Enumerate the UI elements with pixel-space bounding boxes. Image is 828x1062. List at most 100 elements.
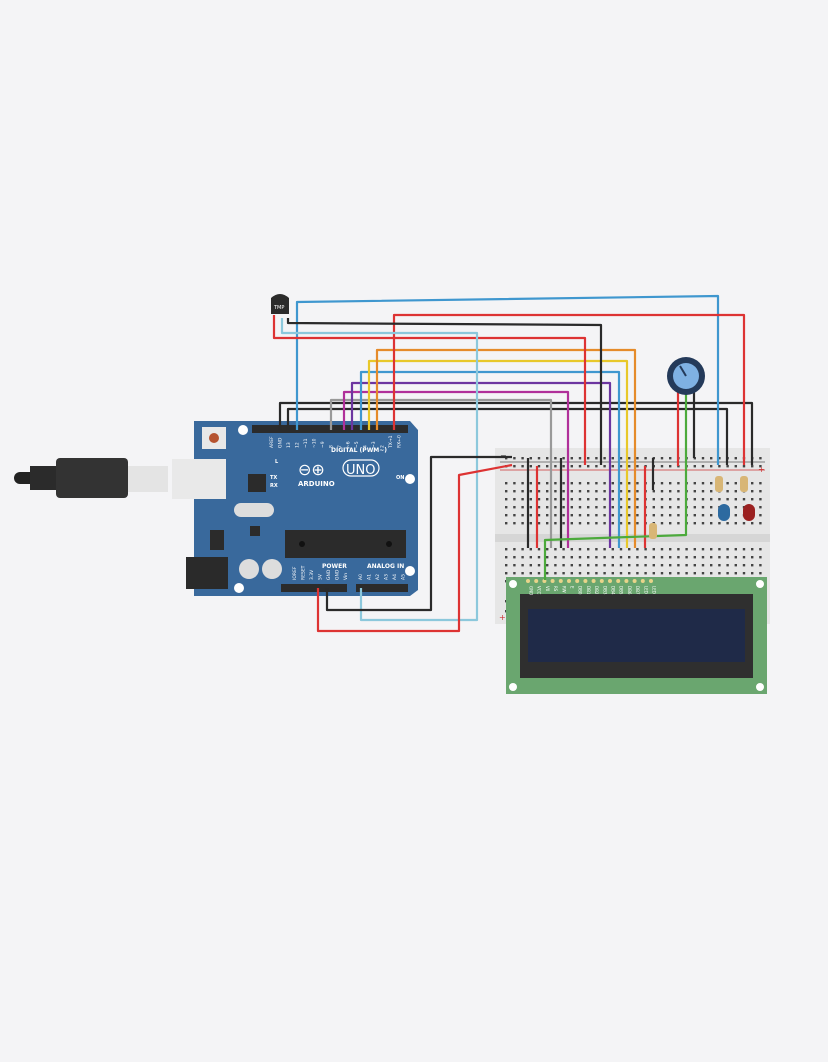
breadboard-hole[interactable]: [660, 490, 664, 493]
breadboard-hole[interactable]: [677, 564, 680, 567]
breadboard-hole[interactable]: [652, 556, 655, 559]
breadboard-hole[interactable]: [759, 506, 762, 509]
breadboard-hole[interactable]: [578, 498, 582, 501]
breadboard-hole[interactable]: [677, 490, 680, 493]
breadboard-hole[interactable]: [726, 482, 729, 485]
breadboard-hole[interactable]: [513, 548, 516, 551]
breadboard-hole[interactable]: [603, 572, 606, 575]
breadboard-hole[interactable]: [546, 457, 549, 460]
breadboard-hole[interactable]: [611, 522, 614, 525]
breadboard-hole[interactable]: [759, 572, 762, 575]
breadboard-hole[interactable]: [562, 522, 565, 525]
lcd-pin[interactable]: [599, 579, 604, 583]
breadboard-hole[interactable]: [652, 572, 655, 575]
breadboard-hole[interactable]: [628, 556, 631, 559]
breadboard-hole[interactable]: [652, 506, 655, 509]
breadboard-hole[interactable]: [521, 490, 524, 493]
breadboard-hole[interactable]: [587, 457, 590, 460]
breadboard-hole[interactable]: [513, 564, 516, 567]
lcd-pin[interactable]: [534, 579, 539, 583]
breadboard-hole[interactable]: [710, 572, 713, 575]
breadboard-hole[interactable]: [751, 556, 754, 559]
breadboard-hole[interactable]: [619, 457, 623, 460]
breadboard-hole[interactable]: [701, 457, 705, 460]
breadboard-hole[interactable]: [701, 556, 705, 559]
breadboard-hole[interactable]: [546, 564, 549, 567]
breadboard-hole[interactable]: [669, 572, 672, 575]
breadboard-hole[interactable]: [660, 465, 664, 468]
breadboard-hole[interactable]: [537, 522, 541, 525]
breadboard-hole[interactable]: [644, 457, 647, 460]
breadboard-hole[interactable]: [554, 498, 557, 501]
breadboard-hole[interactable]: [611, 514, 614, 517]
breadboard-hole[interactable]: [701, 572, 705, 575]
breadboard-hole[interactable]: [619, 572, 623, 575]
breadboard-hole[interactable]: [587, 514, 590, 517]
potentiometer[interactable]: [667, 357, 705, 395]
breadboard-hole[interactable]: [701, 506, 705, 509]
breadboard-hole[interactable]: [628, 457, 631, 460]
breadboard-hole[interactable]: [521, 482, 524, 485]
breadboard-hole[interactable]: [562, 572, 565, 575]
breadboard-hole[interactable]: [693, 572, 696, 575]
breadboard-hole[interactable]: [537, 514, 541, 517]
breadboard-hole[interactable]: [521, 556, 524, 559]
breadboard-hole[interactable]: [685, 548, 688, 551]
breadboard-hole[interactable]: [611, 457, 614, 460]
breadboard-hole[interactable]: [587, 564, 590, 567]
breadboard-hole[interactable]: [595, 572, 598, 575]
breadboard-hole[interactable]: [734, 514, 737, 517]
power-header[interactable]: [281, 584, 347, 592]
breadboard-hole[interactable]: [742, 498, 746, 501]
breadboard-hole[interactable]: [513, 572, 516, 575]
breadboard-hole[interactable]: [685, 564, 688, 567]
lcd-pin[interactable]: [558, 579, 563, 583]
breadboard-hole[interactable]: [734, 522, 737, 525]
breadboard-hole[interactable]: [603, 457, 606, 460]
breadboard-hole[interactable]: [513, 522, 516, 525]
breadboard-hole[interactable]: [636, 514, 639, 517]
breadboard-hole[interactable]: [521, 564, 524, 567]
breadboard-hole[interactable]: [554, 490, 557, 493]
breadboard-hole[interactable]: [742, 556, 746, 559]
breadboard-hole[interactable]: [546, 522, 549, 525]
breadboard-hole[interactable]: [619, 522, 623, 525]
breadboard-hole[interactable]: [669, 506, 672, 509]
breadboard-hole[interactable]: [505, 457, 508, 460]
breadboard-hole[interactable]: [505, 482, 508, 485]
breadboard-hole[interactable]: [660, 514, 664, 517]
breadboard-hole[interactable]: [521, 465, 524, 468]
breadboard-hole[interactable]: [628, 564, 631, 567]
breadboard-hole[interactable]: [529, 522, 532, 525]
breadboard-hole[interactable]: [513, 556, 516, 559]
breadboard-hole[interactable]: [734, 564, 737, 567]
breadboard-hole[interactable]: [726, 556, 729, 559]
breadboard-hole[interactable]: [636, 465, 639, 468]
breadboard-hole[interactable]: [701, 465, 705, 468]
breadboard-hole[interactable]: [628, 490, 631, 493]
breadboard-hole[interactable]: [693, 548, 696, 551]
lcd-pin[interactable]: [632, 579, 637, 583]
breadboard-hole[interactable]: [570, 564, 573, 567]
breadboard-hole[interactable]: [537, 548, 541, 551]
breadboard-hole[interactable]: [546, 514, 549, 517]
breadboard-hole[interactable]: [595, 498, 598, 501]
breadboard-hole[interactable]: [636, 457, 639, 460]
breadboard-hole[interactable]: [726, 548, 729, 551]
breadboard-hole[interactable]: [554, 522, 557, 525]
breadboard-hole[interactable]: [529, 490, 532, 493]
breadboard-hole[interactable]: [628, 498, 631, 501]
breadboard-hole[interactable]: [660, 506, 664, 509]
breadboard-hole[interactable]: [554, 548, 557, 551]
breadboard-hole[interactable]: [734, 498, 737, 501]
breadboard-hole[interactable]: [521, 498, 524, 501]
breadboard-hole[interactable]: [718, 564, 721, 567]
breadboard-hole[interactable]: [718, 498, 721, 501]
breadboard-hole[interactable]: [562, 482, 565, 485]
breadboard-hole[interactable]: [611, 498, 614, 501]
breadboard-hole[interactable]: [677, 514, 680, 517]
breadboard-hole[interactable]: [710, 506, 713, 509]
breadboard-hole[interactable]: [521, 514, 524, 517]
breadboard-hole[interactable]: [660, 522, 664, 525]
breadboard-hole[interactable]: [718, 556, 721, 559]
